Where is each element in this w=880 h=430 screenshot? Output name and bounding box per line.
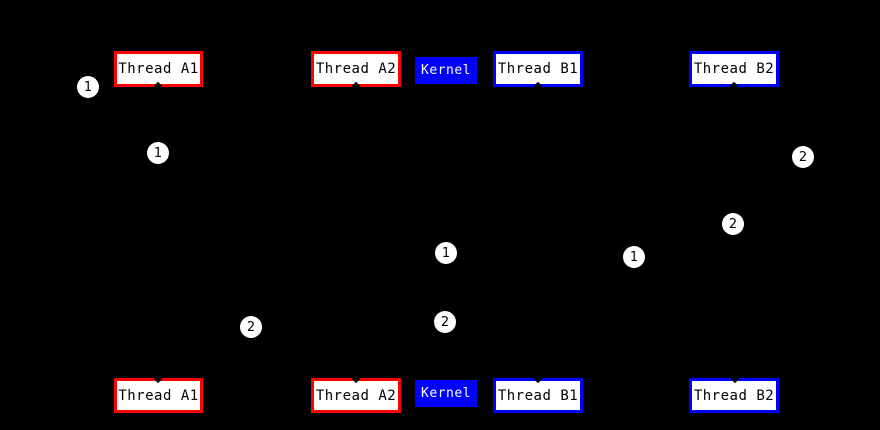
box-kernel-top: Kernel	[415, 57, 477, 84]
box-thread-a2-bottom: Thread A2	[311, 378, 401, 413]
box-thread-b1-bottom: Thread B1	[493, 378, 583, 413]
event-marker-1: 1	[435, 242, 457, 264]
box-thread-b2-bottom: Thread B2	[689, 378, 779, 413]
event-marker-2: 2	[240, 316, 262, 338]
box-thread-a1-top: Thread A1	[114, 51, 203, 87]
event-marker-1: 1	[77, 76, 99, 98]
box-thread-a1-bottom: Thread A1	[114, 378, 203, 413]
event-marker-1: 1	[623, 246, 645, 268]
event-marker-1: 1	[147, 142, 169, 164]
box-thread-b1-top: Thread B1	[493, 51, 583, 87]
event-marker-2: 2	[792, 146, 814, 168]
event-marker-2: 2	[434, 311, 456, 333]
event-marker-2: 2	[722, 213, 744, 235]
box-kernel-bottom: Kernel	[415, 380, 477, 407]
